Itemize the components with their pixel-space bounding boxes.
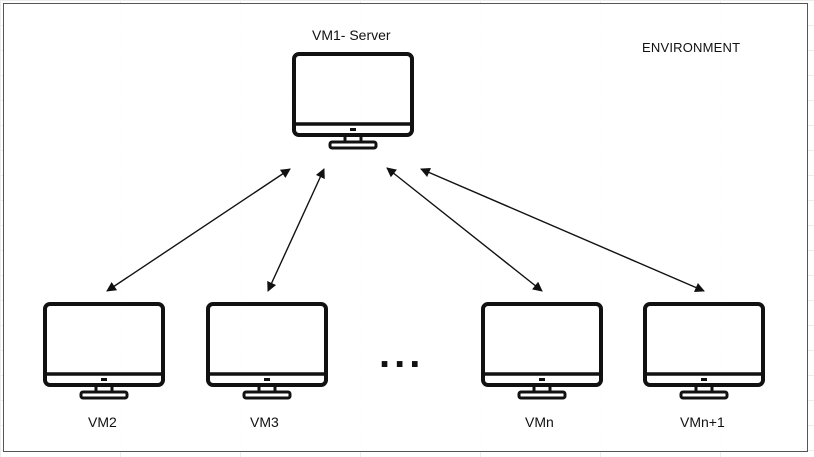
- arrow-server-vm2: [106, 168, 291, 292]
- environment-label: ENVIRONMENT: [642, 40, 741, 55]
- client-vmn-label: VMn: [525, 414, 554, 430]
- client-vm3-label: VM3: [250, 414, 279, 430]
- arrow-server-vm3: [267, 168, 325, 292]
- server-monitor-icon: [292, 52, 414, 150]
- client-vm3-monitor-icon: [206, 302, 328, 400]
- server-label: VM1- Server: [312, 27, 391, 43]
- ellipsis-more-clients: ...: [379, 332, 425, 376]
- client-vmn1-label: VMn+1: [680, 414, 725, 430]
- arrow-server-vmn: [386, 167, 543, 292]
- arrow-server-vmn1: [420, 167, 705, 293]
- client-vm2-label: VM2: [88, 414, 117, 430]
- client-vmn-monitor-icon: [481, 302, 603, 400]
- client-vmn1-monitor-icon: [643, 302, 765, 400]
- client-vm2-monitor-icon: [43, 302, 165, 400]
